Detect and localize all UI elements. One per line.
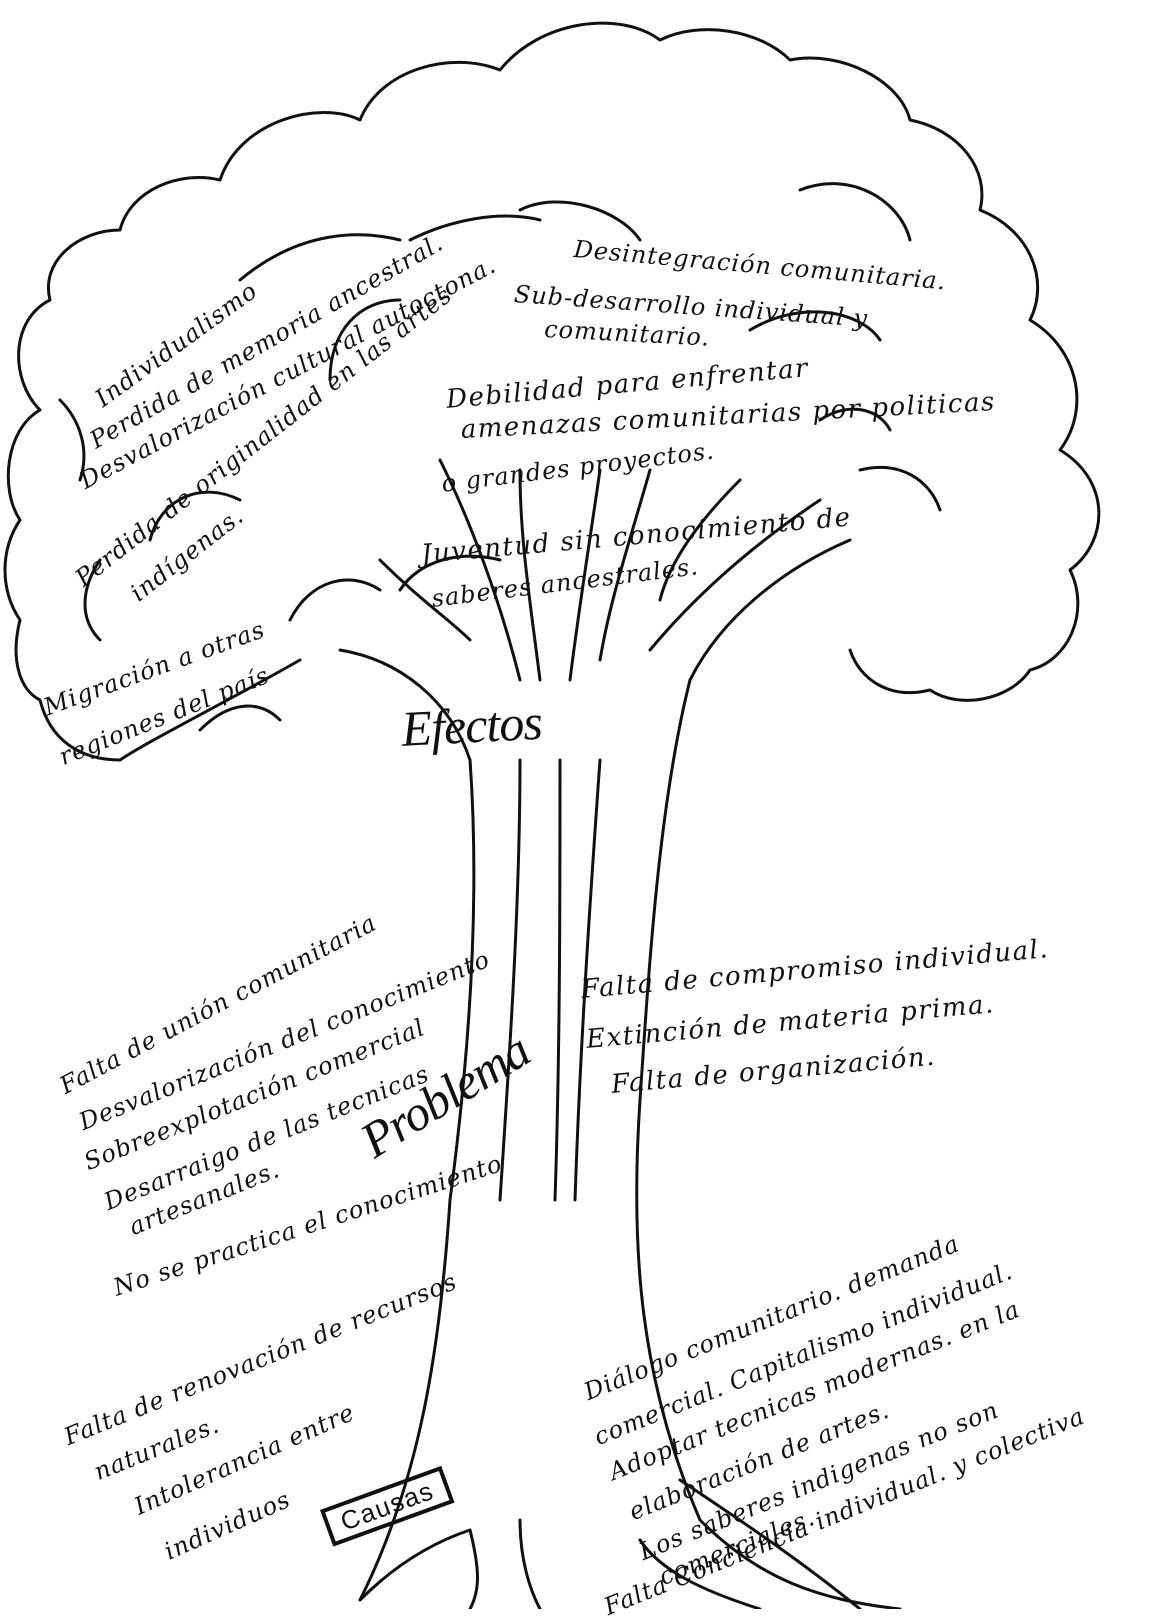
trunk-left xyxy=(358,758,476,1602)
canopy-outline xyxy=(3,21,1101,762)
effects-title: Efectos xyxy=(400,693,543,757)
trunk-right xyxy=(635,678,902,1609)
